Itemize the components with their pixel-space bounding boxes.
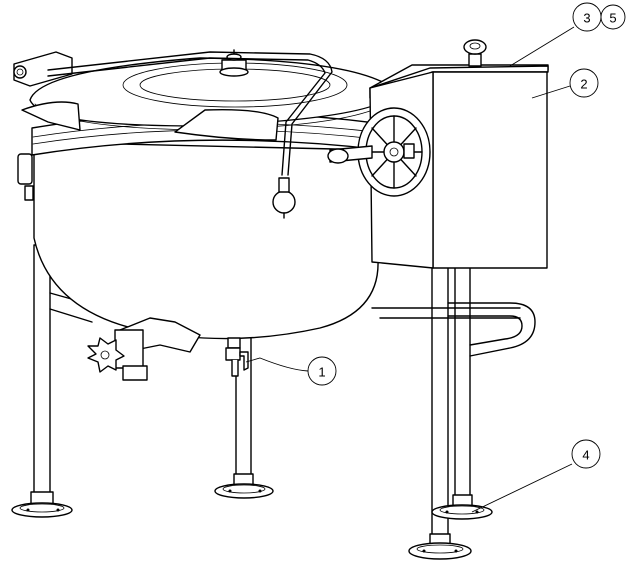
leader-35 [509, 26, 575, 67]
drawoff-valve-handle[interactable] [87, 337, 125, 373]
callout-1: 1 [307, 356, 337, 386]
drawoff-valve[interactable] [87, 317, 201, 381]
tilt-handwheel[interactable] [327, 107, 431, 197]
callout-2-label: 2 [580, 77, 587, 92]
leg-front-right [431, 261, 449, 548]
side-nozzle [17, 153, 33, 185]
leader-4 [471, 463, 573, 513]
callout-2: 2 [569, 68, 599, 98]
control-box-front [432, 71, 548, 269]
kettle-body [17, 112, 385, 340]
callout-leaders [245, 26, 575, 513]
foot-front-right [408, 533, 472, 560]
lid-handle [47, 51, 333, 219]
box-top-knob[interactable] [463, 39, 487, 67]
foot-rear-middle [214, 473, 274, 499]
callout-1-label: 1 [318, 365, 325, 380]
leader-2 [531, 85, 571, 99]
foot-rear-left [11, 491, 73, 518]
callout-4-label: 4 [582, 448, 589, 463]
callout-4: 4 [571, 439, 601, 469]
leader-1 [245, 357, 309, 372]
lid-flap-right [174, 109, 279, 141]
drain-valve[interactable] [225, 337, 249, 377]
lid-handle-knob [272, 190, 296, 214]
callout-3-label: 3 [583, 11, 590, 26]
rail-bend [447, 302, 536, 357]
callout-5-label: 5 [609, 11, 616, 26]
leg-rear-right [454, 249, 471, 509]
lid-flap-left [21, 101, 81, 131]
kettle-bowl [33, 141, 379, 340]
callout-3: 3 [572, 2, 602, 32]
leg-rear-left [33, 244, 51, 506]
rail-right [371, 307, 521, 319]
callout-5: 5 [600, 4, 626, 30]
foot-rear-right [431, 494, 493, 520]
